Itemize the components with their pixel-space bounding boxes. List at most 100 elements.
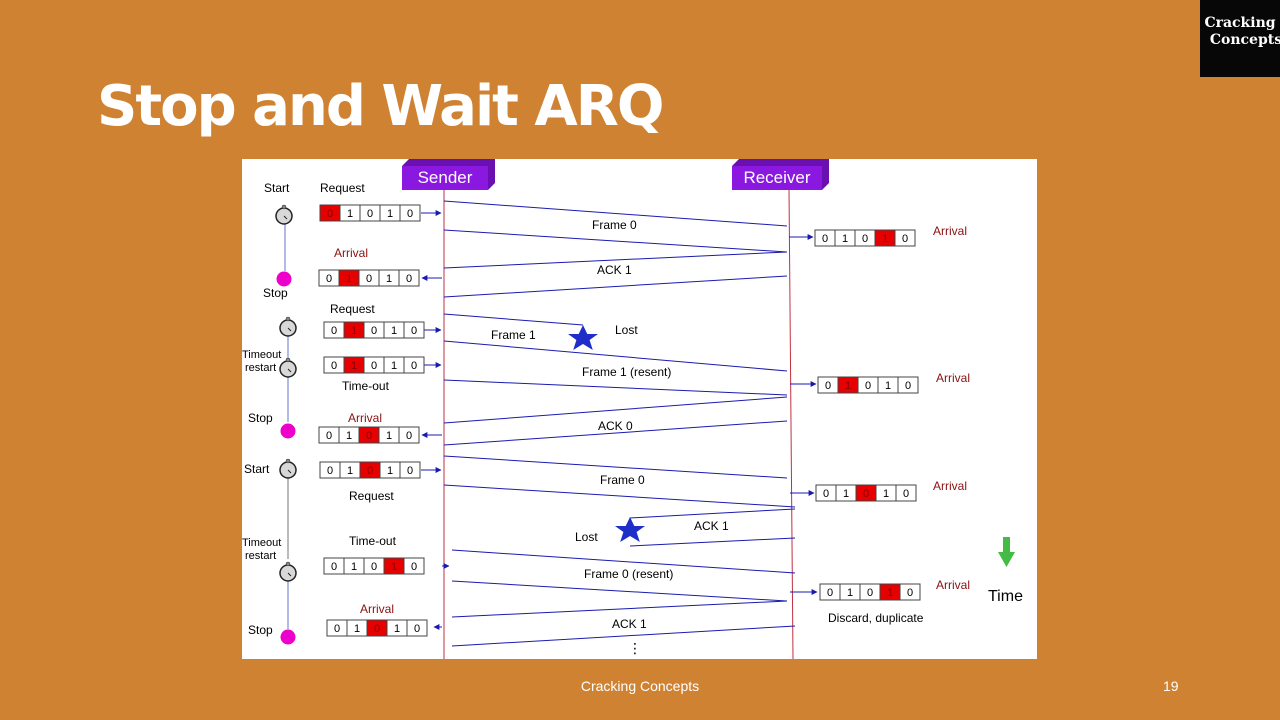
- message-line: [451, 600, 788, 618]
- bit-value: 1: [347, 208, 353, 220]
- bit-value: 1: [347, 465, 353, 477]
- message-line: [443, 313, 584, 326]
- stopwatch-icon: [279, 458, 297, 479]
- bit-value: 1: [842, 233, 848, 245]
- stopwatch-icon: [279, 357, 297, 378]
- message-label: Frame 0 (resent): [584, 567, 673, 581]
- bit-value: 0: [867, 587, 873, 599]
- message-line: [443, 379, 788, 396]
- bit-value: 1: [883, 488, 889, 500]
- bit-value: 1: [887, 587, 893, 599]
- lost-star: [615, 517, 645, 542]
- bit-cell: [899, 583, 921, 601]
- message-label: Frame 1 (resent): [582, 365, 671, 379]
- bit-value: 1: [394, 623, 400, 635]
- left-label: Timeout: [242, 349, 281, 361]
- bit-cell: [398, 426, 420, 444]
- bit-value: 1: [386, 273, 392, 285]
- bit-value: 0: [827, 587, 833, 599]
- time-arrow-icon: [998, 537, 1015, 567]
- left-label: Arrival: [334, 246, 368, 260]
- bit-value: 1: [847, 587, 853, 599]
- left-label: Time-out: [342, 379, 390, 393]
- receiver-lifeline: [788, 188, 794, 659]
- message-label: ACK 0: [598, 419, 633, 433]
- bit-value: 1: [882, 233, 888, 245]
- left-label: Arrival: [360, 602, 394, 616]
- message-label: ACK 1: [694, 519, 729, 533]
- right-label: Arrival: [936, 371, 970, 385]
- bit-value: 0: [825, 380, 831, 392]
- right-label: Arrival: [933, 224, 967, 238]
- bit-value: 0: [862, 233, 868, 245]
- time-label: Time: [988, 588, 1023, 605]
- left-label: Stop: [263, 286, 288, 300]
- sender-header: Sender: [402, 159, 495, 190]
- message-label: Frame 0: [592, 218, 637, 232]
- left-label: Arrival: [348, 411, 382, 425]
- bit-value: 1: [354, 623, 360, 635]
- bit-value: 0: [905, 380, 911, 392]
- bit-value: 0: [903, 488, 909, 500]
- message-line: [443, 396, 788, 424]
- bit-value: 1: [391, 561, 397, 573]
- bit-cell: [403, 321, 425, 339]
- left-label: Time-out: [349, 534, 397, 548]
- lost-star: [568, 325, 598, 350]
- bit-value: 0: [371, 561, 377, 573]
- bit-value: 0: [907, 587, 913, 599]
- message-line: [629, 537, 796, 547]
- message-label: Frame 0: [600, 473, 645, 487]
- message-line: [451, 580, 788, 602]
- bit-value: 0: [326, 273, 332, 285]
- bit-value: 0: [371, 325, 377, 337]
- stopwatch-icon: [279, 561, 297, 582]
- receiver-header: Receiver: [732, 159, 829, 190]
- bit-value: 0: [371, 360, 377, 372]
- message-line: [451, 625, 796, 647]
- bit-value: 1: [845, 380, 851, 392]
- message-line: [443, 455, 788, 479]
- bit-value: 0: [327, 465, 333, 477]
- left-label: Start: [244, 462, 270, 476]
- sender-label: Sender: [418, 168, 473, 187]
- left-label: Stop: [248, 411, 273, 425]
- bit-value: 0: [331, 325, 337, 337]
- message-lines: [421, 200, 818, 647]
- logo-line-2: Concepts: [1209, 32, 1280, 48]
- bit-cell: [399, 204, 421, 222]
- bit-value: 0: [411, 360, 417, 372]
- bit-value: 1: [843, 488, 849, 500]
- bit-value: 0: [331, 360, 337, 372]
- bit-value: 1: [351, 325, 357, 337]
- message-line: [629, 508, 796, 519]
- bit-value: 0: [822, 233, 828, 245]
- bit-value: 0: [331, 561, 337, 573]
- message-label: Frame 1: [491, 328, 536, 342]
- bit-value: 0: [411, 325, 417, 337]
- bit-value: 1: [387, 465, 393, 477]
- left-label: Request: [330, 302, 375, 316]
- footer-brand: Cracking Concepts: [580, 678, 700, 694]
- bit-value: 0: [865, 380, 871, 392]
- message-label: ACK 1: [597, 263, 632, 277]
- message-line: [443, 251, 788, 269]
- bit-value: 1: [387, 208, 393, 220]
- bit-value: 0: [366, 273, 372, 285]
- left-label: Request: [320, 181, 365, 195]
- bit-value: 0: [327, 208, 333, 220]
- bit-cell: [403, 557, 425, 575]
- bit-value: 0: [366, 430, 372, 442]
- right-label: Arrival: [936, 578, 970, 592]
- page-number: 19: [1163, 678, 1179, 694]
- bit-value: 0: [367, 465, 373, 477]
- bit-value: 1: [346, 430, 352, 442]
